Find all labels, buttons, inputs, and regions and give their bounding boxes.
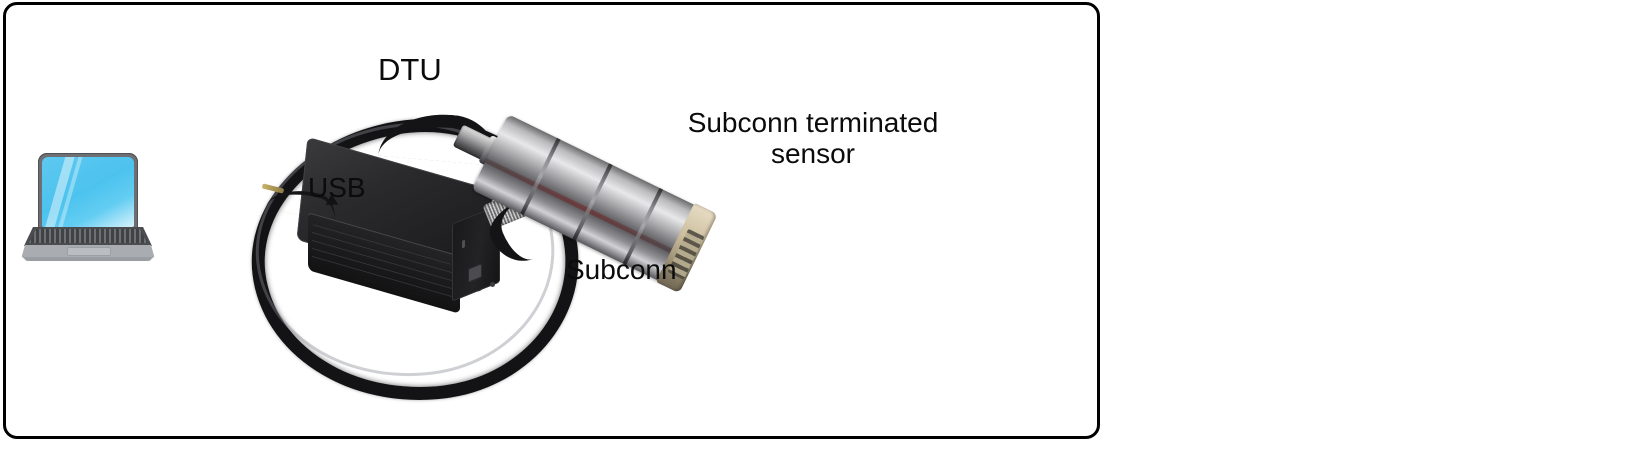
laptop-keyboard-keys xyxy=(29,229,147,243)
label-subconn: Subconn xyxy=(566,254,677,285)
dtu-screw xyxy=(490,282,495,287)
dtu-enclosure xyxy=(296,136,500,314)
laptop-trackpad xyxy=(67,247,111,256)
laptop-base-edge xyxy=(24,257,152,261)
label-dtu: DTU xyxy=(378,52,442,87)
label-subconn-terminated-sensor: Subconn terminated sensor xyxy=(687,107,939,170)
label-usb: USB xyxy=(308,172,366,203)
laptop-lid xyxy=(38,153,138,231)
laptop-screen xyxy=(42,157,134,227)
hardware-photo xyxy=(236,100,718,420)
laptop-illustration xyxy=(20,153,156,261)
